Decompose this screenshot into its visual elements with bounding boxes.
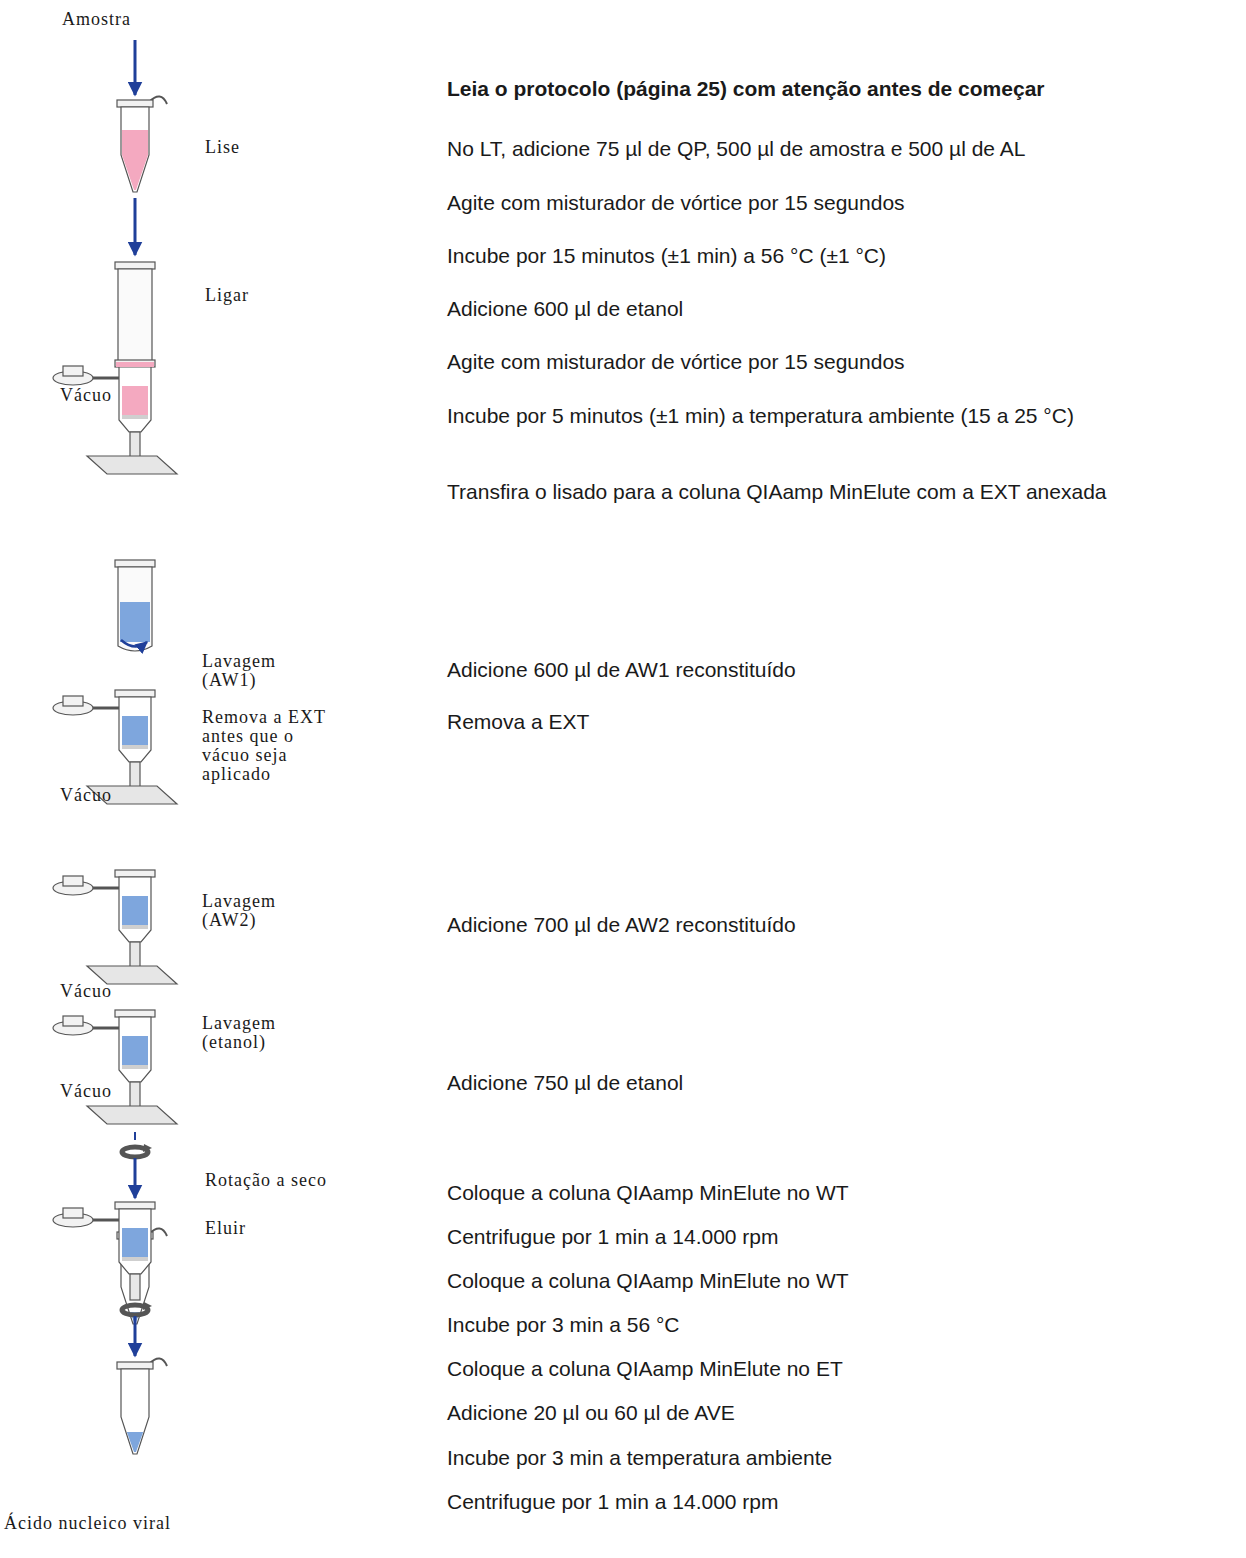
step-label: Lavagem (AW1): [202, 652, 302, 690]
step-label: Lavagem (AW2): [202, 892, 302, 930]
step-label: Vácuo: [60, 982, 112, 1001]
instruction-text: Coloque a coluna QIAamp MinElute no WT: [447, 1175, 849, 1211]
remove-arrow: [121, 640, 147, 647]
instruction-text: Transfira o lisado para a coluna QIAamp …: [447, 474, 1107, 510]
minelute-column: [53, 870, 155, 968]
vacuum-manifold: [87, 1106, 177, 1124]
lysate-ring: [116, 362, 154, 367]
vacuum-manifold: [87, 456, 177, 474]
instruction-text: Adicione 700 µl de AW2 reconstituído: [447, 907, 796, 943]
step-label: Vácuo: [60, 1082, 112, 1101]
instruction-text: Incube por 3 min a 56 °C: [447, 1307, 680, 1343]
step-label: Remova a EXT antes que o vácuo seja apli…: [202, 708, 342, 784]
instruction-text: Coloque a coluna QIAamp MinElute no ET: [447, 1351, 843, 1387]
step-arrow: [134, 1158, 137, 1198]
instruction-text: Agite com misturador de vórtice por 15 s…: [447, 185, 905, 221]
step-line: [134, 1132, 136, 1140]
instruction-text: Adicione 750 µl de etanol: [447, 1065, 683, 1101]
microcentrifuge-tube: [117, 1358, 167, 1454]
tube-extender: [115, 262, 155, 371]
minelute-column: [53, 1010, 155, 1108]
step-label: Rotação a seco: [205, 1171, 327, 1190]
instruction-text: Centrifugue por 1 min a 14.000 rpm: [447, 1219, 779, 1255]
instruction-text: Centrifugue por 1 min a 14.000 rpm: [447, 1484, 779, 1520]
instruction-text: Incube por 5 minutos (±1 min) a temperat…: [447, 398, 1074, 434]
minelute-column: [53, 1202, 155, 1300]
instruction-text: Adicione 600 µl de etanol: [447, 291, 683, 327]
instruction-text: No LT, adicione 75 µl de QP, 500 µl de a…: [447, 131, 1025, 167]
instruction-text: Incube por 15 minutos (±1 min) a 56 °C (…: [447, 238, 886, 274]
step-label: Eluir: [205, 1219, 246, 1238]
microcentrifuge-tube: [117, 1228, 167, 1324]
step-label: Ácido nucleico viral: [4, 1514, 171, 1533]
minelute-column: [53, 360, 155, 458]
instruction-text: Incube por 3 min a temperatura ambiente: [447, 1440, 832, 1476]
instruction-text: Remova a EXT: [447, 704, 589, 740]
step-label: Vácuo: [60, 786, 112, 805]
step-label: Vácuo: [60, 386, 112, 405]
step-arrow: [134, 198, 137, 255]
step-label: Amostra: [62, 10, 131, 29]
instruction-text: Adicione 20 µl ou 60 µl de AVE: [447, 1395, 735, 1431]
microcentrifuge-tube: [117, 96, 167, 192]
spin-symbol: [122, 1302, 152, 1315]
step-label: Lise: [205, 138, 240, 157]
step-arrow: [134, 40, 137, 95]
instruction-text: Adicione 600 µl de AW1 reconstituído: [447, 652, 796, 688]
step-arrow: [134, 1316, 137, 1356]
instruction-text: Agite com misturador de vórtice por 15 s…: [447, 344, 905, 380]
tube-extender: [115, 560, 155, 651]
spin-symbol: [122, 1144, 152, 1157]
instruction-text: Coloque a coluna QIAamp MinElute no WT: [447, 1263, 849, 1299]
step-label: Ligar: [205, 286, 249, 305]
minelute-column: [53, 690, 155, 788]
heading: Leia o protocolo (página 25) com atenção…: [447, 76, 1045, 102]
step-label: Lavagem (etanol): [202, 1014, 312, 1052]
